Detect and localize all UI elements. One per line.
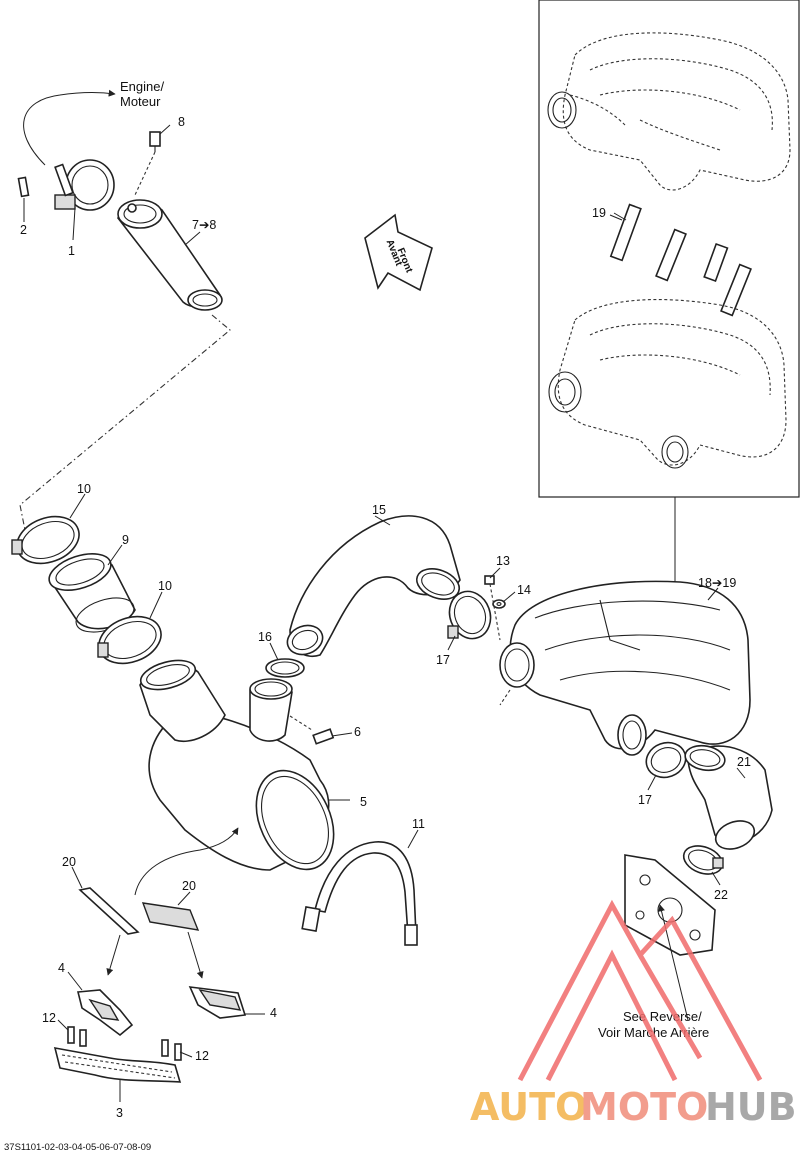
note-engine-line2: Moteur: [120, 94, 161, 109]
callout-18-to-19: 18➔19: [698, 576, 736, 590]
callout-12-left: 12: [42, 1011, 56, 1025]
callout-4-right: 4: [270, 1006, 277, 1020]
callout-19: 19: [592, 206, 606, 220]
callout-3: 3: [116, 1106, 123, 1120]
pad-part-20-right: [141, 902, 200, 931]
muffler-part-5: [139, 659, 335, 871]
callout-22: 22: [714, 888, 728, 902]
callout-labels: 1 2 7➔8 8 10 9 10 15 13 14 16 17 6 5 18➔…: [20, 115, 751, 1120]
strips-19: [609, 203, 752, 317]
strap-part-11: [301, 841, 418, 946]
callout-10-lower: 10: [158, 579, 172, 593]
sleeve-part-9: [48, 553, 136, 633]
bolt-part-8: [134, 131, 161, 196]
watermark-brand-hub: HUB: [705, 1085, 797, 1129]
clamp-part-17-lower: [645, 741, 687, 779]
sensor-part-6: [289, 715, 335, 745]
muffler-part-18: [499, 580, 751, 756]
callout-9: 9: [122, 533, 129, 547]
muffler-variant-top: [547, 32, 791, 191]
front-arrow: Front Avant: [364, 213, 433, 292]
callout-10-upper: 10: [77, 482, 91, 496]
callout-14: 14: [517, 583, 531, 597]
inset-box: [538, 0, 800, 498]
screws-part-12-left: [67, 1026, 87, 1047]
callout-17-upper: 17: [436, 653, 450, 667]
note-see-reverse-line1: See Reverse/: [623, 1009, 702, 1024]
callout-20-right: 20: [182, 879, 196, 893]
callout-5: 5: [360, 795, 367, 809]
clamp-part-10-lower: [97, 615, 162, 665]
callout-13: 13: [496, 554, 510, 568]
callout-2: 2: [20, 223, 27, 237]
screws-part-12-right: [161, 1039, 182, 1061]
bracket-part-4-right: [188, 986, 247, 1019]
heat-shield-part-3: [53, 1046, 182, 1083]
watermark-logo: AUTO MOTO HUB: [470, 899, 797, 1129]
callout-1: 1: [68, 244, 75, 258]
pipe-part-7: [117, 199, 223, 311]
callout-12-right: 12: [195, 1049, 209, 1063]
outlet-plate: [624, 854, 716, 956]
nut-part-13: [484, 575, 495, 585]
pin-part-2: [17, 176, 30, 198]
callout-8: 8: [178, 115, 185, 129]
callout-15: 15: [372, 503, 386, 517]
callout-4-left: 4: [58, 961, 65, 975]
watermark-brand-auto: AUTO: [470, 1085, 587, 1129]
note-engine-line1: Engine/: [120, 79, 164, 94]
clamp-part-1: [54, 159, 115, 211]
clamp-part-17-upper: [447, 590, 492, 640]
callout-21: 21: [737, 755, 751, 769]
pad-part-20-left: [78, 887, 140, 935]
elbow-part-21: [684, 744, 773, 850]
drawing-number: 37S1101-02-03-04-05-06-07-08-09: [4, 1142, 151, 1153]
callout-20-left: 20: [62, 855, 76, 869]
hose-part-15: [286, 515, 461, 657]
muffler-variant-bottom: [548, 299, 787, 469]
leader-lines: [23, 124, 746, 1102]
watermark-brand-moto: MOTO: [580, 1085, 708, 1129]
clamp-part-16: [265, 658, 305, 678]
bracket-part-4-left: [76, 989, 134, 1037]
callout-11: 11: [412, 817, 425, 831]
callout-16: 16: [258, 630, 272, 644]
clamp-part-10-upper: [11, 515, 80, 565]
callout-7-to-8: 7➔8: [192, 218, 216, 232]
callout-17-lower: 17: [638, 793, 652, 807]
washer-part-14: [492, 599, 506, 609]
callout-6: 6: [354, 725, 361, 739]
clamp-part-22: [682, 845, 724, 875]
